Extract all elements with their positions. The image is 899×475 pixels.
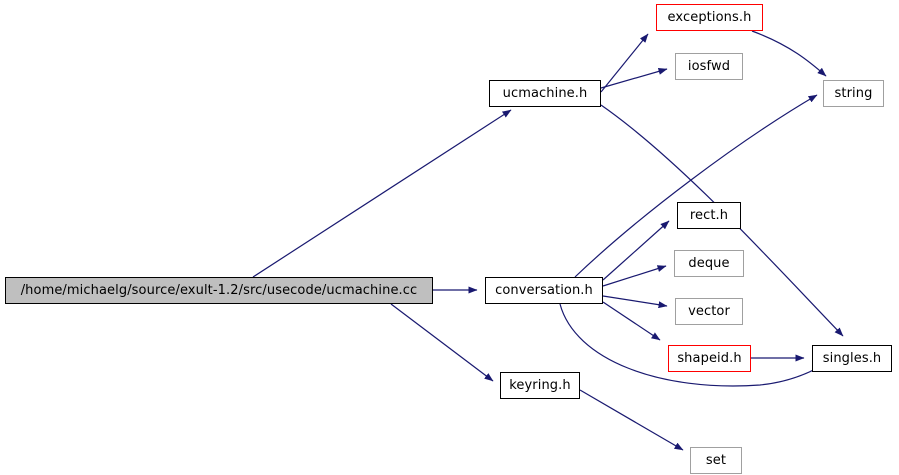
- node-label-exceptions: exceptions.h: [667, 10, 752, 25]
- node-exceptions[interactable]: exceptions.h: [656, 4, 763, 31]
- node-label-singles: singles.h: [822, 351, 882, 366]
- edge-ucmachine-to-exceptions: [600, 33, 649, 93]
- edge-root-to-ucmachine: [252, 109, 512, 278]
- node-rect[interactable]: rect.h: [677, 202, 741, 229]
- node-label-string: string: [834, 86, 873, 101]
- edge-conversation-to-shapeid: [602, 301, 661, 341]
- node-keyring[interactable]: keyring.h: [500, 372, 580, 399]
- node-string[interactable]: string: [823, 80, 884, 107]
- node-set[interactable]: set: [690, 447, 742, 474]
- edge-conversation-to-vector: [602, 295, 668, 309]
- edge-conversation-to-rect: [602, 220, 670, 281]
- node-label-iosfwd: iosfwd: [687, 59, 731, 74]
- node-label-vector: vector: [688, 304, 730, 319]
- node-label-ucmachine: ucmachine.h: [502, 86, 588, 101]
- edge-ucmachine-to-iosfwd: [600, 67, 668, 89]
- edge-exceptions-to-string: [751, 30, 827, 77]
- node-singles[interactable]: singles.h: [812, 345, 892, 372]
- node-label-set: set: [705, 453, 727, 468]
- node-conversation[interactable]: conversation.h: [485, 277, 603, 304]
- edge-root-to-keyring: [390, 303, 494, 382]
- node-deque[interactable]: deque: [674, 250, 744, 277]
- node-shapeid[interactable]: shapeid.h: [668, 345, 751, 372]
- node-label-shapeid: shapeid.h: [677, 351, 742, 366]
- edge-conversation-to-deque: [602, 265, 667, 287]
- node-root[interactable]: /home/michaelg/source/exult-1.2/src/usec…: [5, 277, 433, 304]
- node-label-root: /home/michaelg/source/exult-1.2/src/usec…: [20, 283, 418, 298]
- node-label-rect: rect.h: [689, 208, 729, 223]
- edge-keyring-to-set: [579, 389, 684, 451]
- node-label-conversation: conversation.h: [495, 283, 593, 298]
- node-ucmachine[interactable]: ucmachine.h: [489, 80, 601, 107]
- node-iosfwd[interactable]: iosfwd: [675, 53, 743, 80]
- node-vector[interactable]: vector: [675, 298, 743, 325]
- node-label-deque: deque: [688, 256, 730, 271]
- node-label-keyring: keyring.h: [509, 378, 571, 393]
